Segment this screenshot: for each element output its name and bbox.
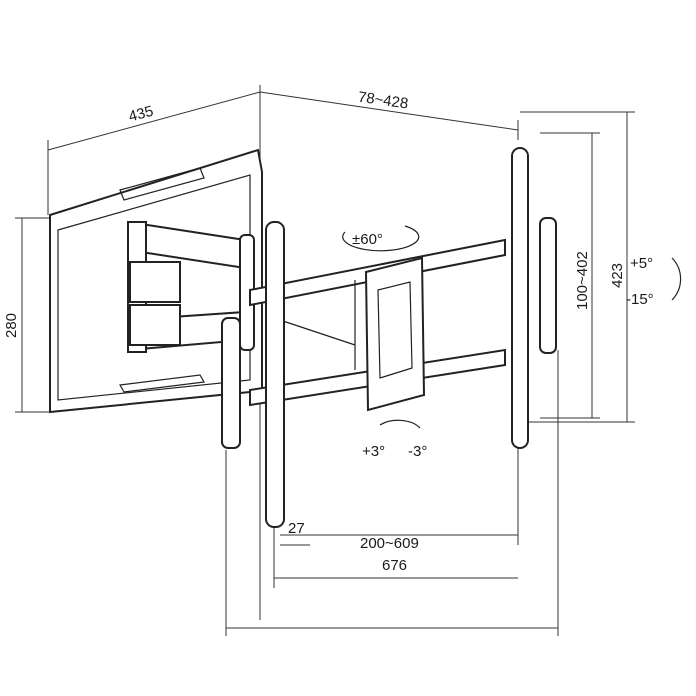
label-rail-offset: 27 [288, 520, 305, 537]
label-tilt-down: -15° [626, 291, 654, 308]
label-tilt-up: +5° [630, 255, 653, 272]
tilt-head [364, 256, 426, 412]
label-rotate-plus: +3° [362, 443, 385, 460]
label-vesa-vertical: 100~402 [574, 251, 591, 310]
label-overall-height: 423 [609, 263, 626, 288]
label-wall-plate-width: 435 [127, 103, 156, 126]
label-rotate-minus: -3° [408, 443, 427, 460]
label-vesa-horizontal: 200~609 [360, 535, 419, 552]
vesa-rails [221, 147, 557, 528]
label-wall-plate-height: 280 [3, 313, 20, 338]
label-swivel: ±60° [352, 231, 383, 248]
label-extension-range: 78~428 [357, 89, 409, 113]
label-overall-width: 676 [382, 557, 407, 574]
rotation-arrows [342, 225, 682, 429]
